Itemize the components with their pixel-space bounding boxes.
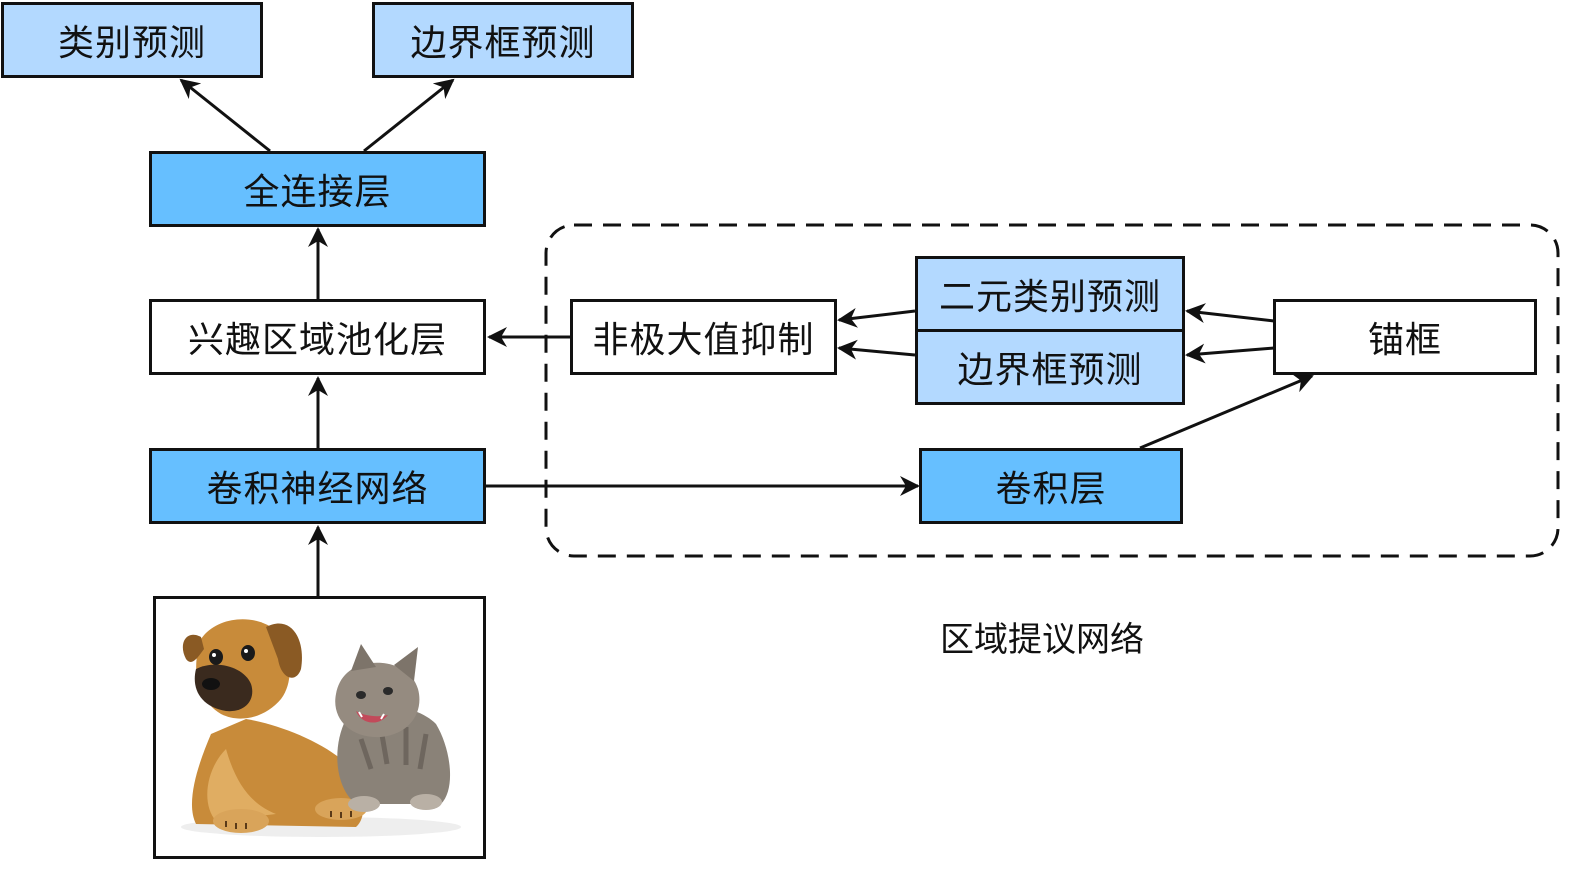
input-image xyxy=(153,596,486,859)
bbox-prediction-label-rpn: 边界框预测 xyxy=(957,350,1143,391)
arrow-fc-to-bbox xyxy=(363,78,455,153)
arrow-binary-to-nms xyxy=(837,307,916,328)
bbox-prediction-node-rpn: 边界框预测 xyxy=(915,329,1185,405)
roi-pooling-node: 兴趣区域池化层 xyxy=(149,299,486,375)
arrow-conv-to-anchor xyxy=(1139,373,1314,450)
class-prediction-label: 类别预测 xyxy=(57,23,206,64)
fully-connected-node: 全连接层 xyxy=(149,151,486,227)
nms-label: 非极大值抑制 xyxy=(592,320,815,361)
class-prediction-node: 类别预测 xyxy=(1,2,263,78)
fully-connected-label: 全连接层 xyxy=(243,172,392,213)
arrow-anchor-to-bbox xyxy=(1185,343,1275,364)
rpn-boundary xyxy=(544,223,1560,558)
anchor-label: 锚框 xyxy=(1367,320,1442,361)
binary-class-prediction-node: 二元类别预测 xyxy=(915,256,1185,332)
rpn-caption-text: 区域提议网络 xyxy=(940,620,1144,660)
arrow-anchor-to-binary xyxy=(1185,303,1275,323)
conv-layer-label: 卷积层 xyxy=(995,469,1107,510)
dog-and-kitten-illustration xyxy=(156,599,483,856)
arrow-fc-to-class xyxy=(179,78,271,153)
roi-pooling-label: 兴趣区域池化层 xyxy=(187,320,447,361)
conv-layer-node: 卷积层 xyxy=(919,448,1183,524)
arrow-bbox-to-nms xyxy=(837,339,916,360)
bbox-prediction-label-top: 边界框预测 xyxy=(410,23,596,64)
cnn-label: 卷积神经网络 xyxy=(206,469,429,510)
binary-class-prediction-label: 二元类别预测 xyxy=(938,277,1161,318)
bbox-prediction-node-top: 边界框预测 xyxy=(372,2,634,78)
nms-node: 非极大值抑制 xyxy=(570,299,837,375)
rpn-caption: 区域提议网络 xyxy=(940,612,1144,661)
cnn-node: 卷积神经网络 xyxy=(149,448,486,524)
anchor-node: 锚框 xyxy=(1273,299,1537,375)
